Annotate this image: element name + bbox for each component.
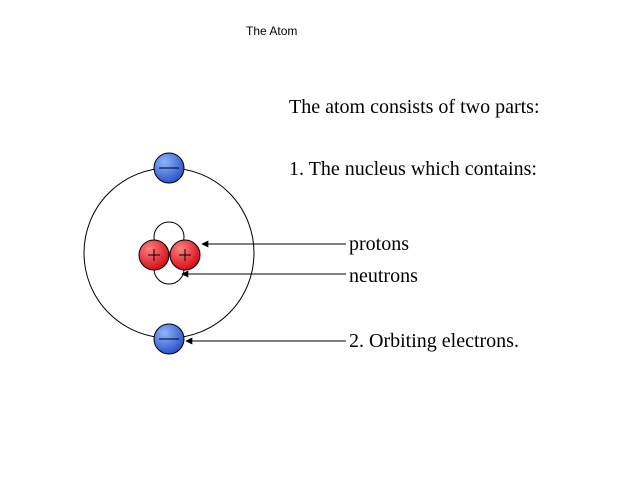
proton-left: [138, 239, 170, 271]
neutrons-label: neutrons: [349, 265, 418, 287]
nucleus-list-item: 1. The nucleus which contains:: [289, 158, 537, 180]
electron-bottom: [153, 323, 185, 355]
proton-right: [169, 239, 201, 271]
protons-label: protons: [349, 233, 409, 255]
slide-title: The Atom: [246, 24, 298, 38]
electrons-list-item: 2. Orbiting electrons.: [349, 330, 519, 352]
electron-top: [153, 152, 185, 184]
intro-text: The atom consists of two parts:: [289, 96, 540, 118]
